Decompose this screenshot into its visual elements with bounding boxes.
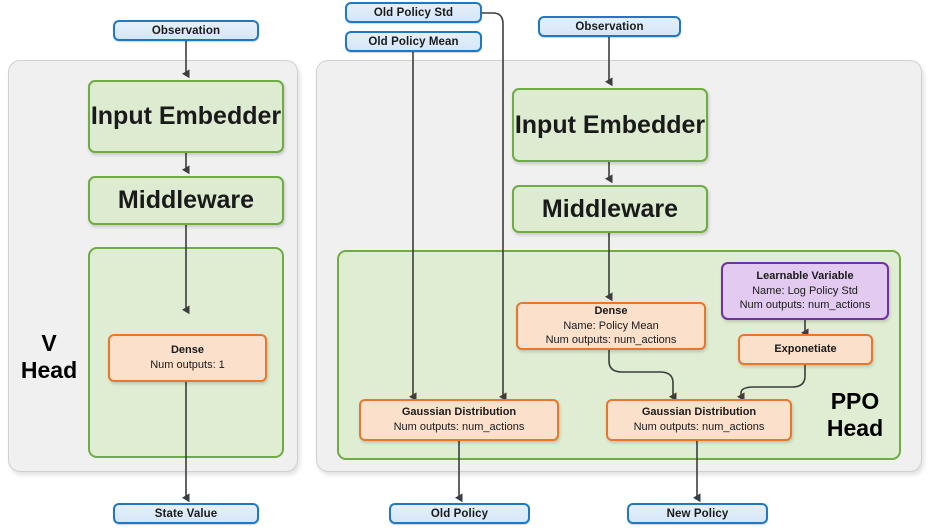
v-dense-outputs: Num outputs: 1 <box>150 359 225 371</box>
input-old-policy-std-label: Old Policy Std <box>373 6 454 19</box>
ppo-dense-policy-mean[interactable]: Dense Name: Policy Mean Num outputs: num… <box>516 302 706 350</box>
ppo-gaussian-old-policy[interactable]: Gaussian Distribution Num outputs: num_a… <box>359 399 559 441</box>
v-input-embedder[interactable]: Input Embedder <box>88 80 284 153</box>
v-dense[interactable]: Dense Num outputs: 1 <box>108 334 267 382</box>
input-observation-left-label: Observation <box>151 24 221 37</box>
ppo-exponentiate-label: Exponetiate <box>774 343 837 356</box>
ppo-dense-outputs: Num outputs: num_actions <box>545 334 677 347</box>
output-old-policy[interactable]: Old Policy <box>389 503 530 524</box>
input-old-policy-mean[interactable]: Old Policy Mean <box>345 31 482 52</box>
ppo-input-embedder[interactable]: Input Embedder <box>512 88 708 162</box>
output-new-policy[interactable]: New Policy <box>627 503 768 524</box>
ppo-head-label: PPO Head <box>826 388 884 442</box>
ppo-learnable-variable[interactable]: Learnable Variable Name: Log Policy Std … <box>721 262 889 320</box>
v-dense-title: Dense <box>170 344 205 357</box>
input-old-policy-mean-label: Old Policy Mean <box>368 35 459 48</box>
output-state-value[interactable]: State Value <box>113 503 259 524</box>
v-middleware-label: Middleware <box>117 186 255 214</box>
ppo-middleware-label: Middleware <box>541 194 679 223</box>
input-observation-right-label: Observation <box>575 20 644 33</box>
ppo-gaussian-new-title: Gaussian Distribution <box>641 406 757 419</box>
ppo-gaussian-old-outputs: Num outputs: num_actions <box>393 421 525 433</box>
ppo-dense-title: Dense <box>594 305 628 318</box>
v-input-embedder-label: Input Embedder <box>90 102 282 130</box>
ppo-learnable-title: Learnable Variable <box>756 270 854 283</box>
output-state-value-label: State Value <box>154 507 218 520</box>
ppo-middleware[interactable]: Middleware <box>512 185 708 233</box>
ppo-gaussian-old-title: Gaussian Distribution <box>401 406 517 419</box>
ppo-learnable-name: Name: Log Policy Std <box>752 284 858 297</box>
ppo-gaussian-new-outputs: Num outputs: num_actions <box>633 421 765 433</box>
input-observation-right[interactable]: Observation <box>538 16 681 37</box>
output-new-policy-label: New Policy <box>666 507 729 520</box>
output-old-policy-label: Old Policy <box>430 507 489 520</box>
ppo-dense-name: Name: Policy Mean <box>563 319 659 332</box>
ppo-input-embedder-label: Input Embedder <box>514 110 706 139</box>
ppo-gaussian-new-policy[interactable]: Gaussian Distribution Num outputs: num_a… <box>606 399 792 441</box>
input-observation-left[interactable]: Observation <box>113 20 259 41</box>
v-head-label: V Head <box>20 330 78 384</box>
ppo-exponentiate[interactable]: Exponetiate <box>738 334 873 365</box>
input-old-policy-std[interactable]: Old Policy Std <box>345 2 482 23</box>
v-middleware[interactable]: Middleware <box>88 176 284 225</box>
ppo-learnable-outputs: Num outputs: num_actions <box>739 299 871 312</box>
